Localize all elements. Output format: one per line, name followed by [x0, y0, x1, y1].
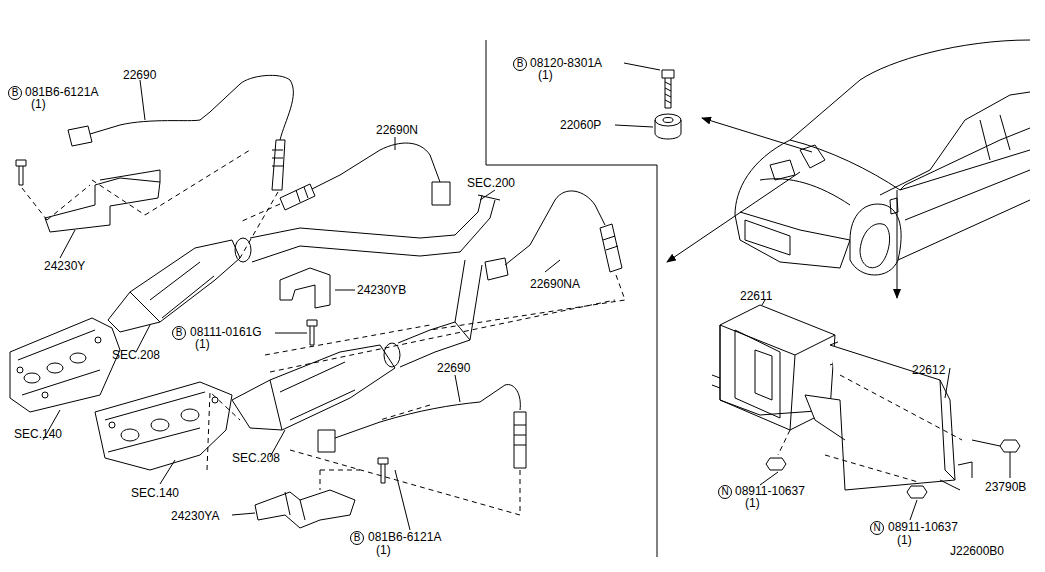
callout-number: 08120-8301A [529, 56, 603, 70]
callout-number: 22690 [122, 68, 157, 82]
callout-number: 22612 [911, 363, 946, 377]
circled-letter: B [513, 57, 527, 71]
callout-number: 08111-0161G [189, 325, 263, 339]
callout-number: 24230YB [356, 283, 407, 297]
callout-number: 24230YA [170, 509, 221, 523]
callout-number: 081B6-6121A [24, 85, 99, 99]
callout-number: 08911-10637 [887, 520, 959, 534]
callout-number: SEC.200 [466, 176, 516, 190]
circled-letter: B [350, 531, 364, 545]
callout-number: (1) [537, 68, 554, 82]
callout-number: 081B6-6121A [367, 530, 442, 544]
callout-number: (1) [30, 97, 47, 111]
callout-number: J22600B0 [949, 544, 1005, 558]
callout-number: 22060P [559, 118, 602, 132]
callout-number: 08911-10637 [734, 484, 806, 498]
callout-number: 22690N [375, 123, 419, 137]
callout-number: SEC.208 [111, 348, 161, 362]
callout-number: (1) [744, 496, 761, 510]
callout-number: SEC.208 [231, 451, 281, 465]
callout-number: (1) [375, 543, 392, 557]
callout-number: 22690 [436, 361, 471, 375]
exhaust-manifold [95, 382, 232, 470]
callout-number: (1) [896, 533, 913, 547]
car-outline [735, 40, 1030, 275]
callout-number: SEC.140 [130, 486, 180, 500]
circled-letter: B [8, 86, 22, 100]
callout-number: SEC.140 [13, 427, 63, 441]
circled-letter: N [718, 485, 732, 499]
callout-number: 23790B [984, 480, 1027, 494]
circled-letter: N [870, 521, 884, 535]
callout-number: (1) [194, 337, 211, 351]
callout-number: 22690NA [529, 277, 581, 291]
callout-number: 22611 [739, 289, 773, 303]
exhaust-manifold [10, 318, 120, 412]
circled-letter: B [172, 326, 186, 340]
callout-number: 24230Y [43, 259, 86, 273]
